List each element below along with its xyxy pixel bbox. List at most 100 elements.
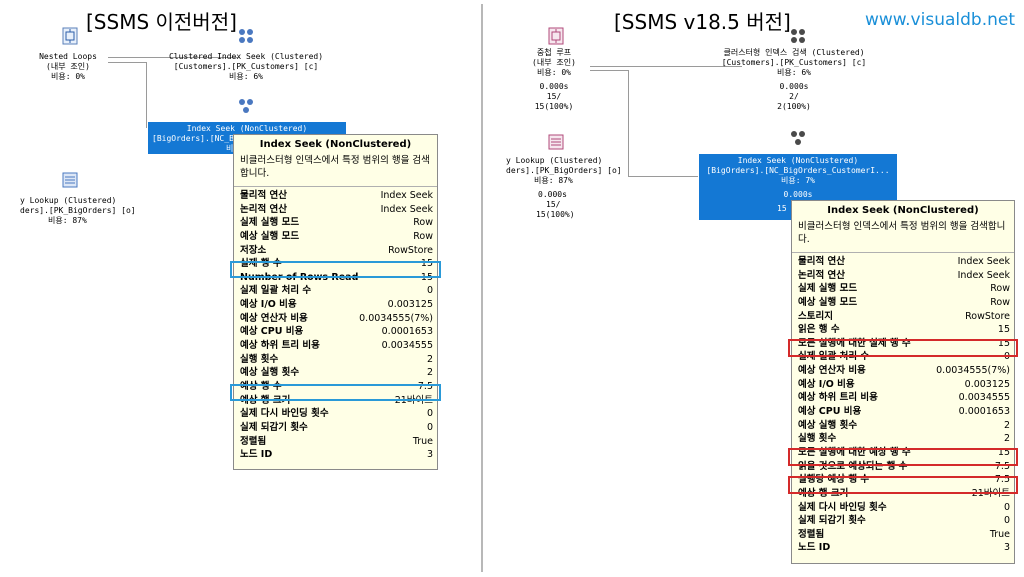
ci-seek-cost: 비용: 6% — [777, 68, 811, 77]
clustered-index-seek-icon[interactable] — [788, 26, 808, 46]
tooltip-divider — [234, 186, 437, 187]
property-name: 읽을 것으로 예상되는 행 수 — [798, 460, 908, 472]
property-value: 2 — [426, 353, 433, 365]
ci-seek-pct: 2(100%) — [777, 102, 811, 111]
property-name: 정렬됨 — [798, 528, 825, 540]
property-name: 예상 연산자 비용 — [798, 365, 866, 377]
clustered-index-seek-icon[interactable] — [236, 26, 256, 46]
highlight-estimated-rows — [230, 384, 441, 401]
clustered-index-seek-node[interactable]: Clustered Index Seek (Clustered) [Custom… — [158, 52, 334, 82]
key-lookup-object: ders].[PK_BigOrders] [o] — [506, 166, 622, 175]
nested-loops-node[interactable]: Nested Loops (내부 조인) 비용: 0% — [18, 52, 118, 82]
nested-loops-name: 중첩 루프 — [536, 48, 572, 57]
property-value: 0.0034555 — [381, 340, 433, 352]
property-name: 예상 행 수 — [240, 380, 282, 392]
plan-edge — [146, 62, 147, 128]
property-name: 모든 실행에 대한 실제 행 수 — [798, 337, 911, 349]
nested-loops-cost: 비용: 0% — [51, 72, 85, 81]
property-value: 0.0001653 — [381, 326, 433, 338]
property-value: 7.5 — [994, 460, 1010, 472]
property-value: 0.0034555 — [958, 392, 1010, 404]
tooltip-property-row: 읽을 것으로 예상되는 행 수 7.5 — [792, 460, 1014, 474]
ci-seek-time: 0.000s — [779, 82, 809, 91]
key-lookup-icon[interactable] — [60, 170, 80, 190]
property-name: 물리적 연산 — [240, 190, 288, 201]
index-seek-rows: 15 — [777, 204, 787, 213]
ci-seek-cost: 비용: 6% — [229, 72, 263, 81]
ci-seek-name: 클러스터형 인덱스 검색 (Clustered) — [723, 48, 865, 57]
property-name: 실제 되감기 횟수 — [798, 515, 866, 527]
property-name: 실제 실행 모드 — [798, 283, 858, 295]
clustered-index-seek-node-v18[interactable]: 클러스터형 인덱스 검색 (Clustered) [Customers].[PK… — [696, 48, 892, 112]
property-value: True — [989, 528, 1010, 540]
highlight-estimated-rows-all-executions — [788, 448, 1018, 466]
property-value: Index Seek — [957, 269, 1010, 281]
tooltip-divider — [792, 252, 1014, 253]
property-value: 0 — [1003, 501, 1010, 513]
plan-edge — [590, 66, 742, 67]
nested-loops-node-v18[interactable]: 중첩 루프 (내부 조인) 비용: 0% 0.000s 15/ 15(100%) — [504, 48, 604, 112]
tooltip-title: Index Seek (NonClustered) — [827, 205, 979, 216]
index-seek-icon[interactable] — [236, 96, 256, 116]
property-value: 0 — [426, 408, 433, 420]
index-seek-icon[interactable] — [788, 128, 808, 148]
key-lookup-node[interactable]: y Lookup (Clustered) ders].[PK_BigOrders… — [20, 196, 136, 226]
tooltip-description: 비클러스터형 인덱스에서 특정 범위의 행을 검색합니다. — [240, 155, 430, 179]
plan-edge — [628, 176, 698, 177]
plan-edge — [590, 70, 628, 71]
ci-seek-object: [Customers].[PK_Customers] [c] — [721, 58, 867, 67]
tooltip-property-row: 모든 실행에 대한 예상 행 수 15 — [792, 446, 1014, 460]
property-name: 실행당 예상 행 수 — [798, 474, 870, 486]
property-value: 15 — [997, 446, 1010, 458]
property-value: 0.003125 — [387, 299, 433, 311]
nested-loops-icon[interactable] — [60, 26, 80, 46]
index-seek-cost: 비 — [226, 144, 234, 153]
key-lookup-name: y Lookup (Clustered) — [506, 156, 603, 165]
index-seek-name: Index Seek (NonClustered) — [186, 124, 308, 133]
property-name: 예상 실행 모드 — [798, 296, 858, 308]
nested-loops-time: 0.000s — [539, 82, 569, 91]
property-name: 예상 I/O 비용 — [798, 378, 855, 390]
index-seek-object: [BigOrders].[NC_BigOrders_C — [152, 134, 283, 143]
nested-loops-type: (내부 조인) — [46, 62, 90, 71]
ci-seek-rows: 2/ — [789, 92, 799, 101]
key-lookup-node-v18[interactable]: y Lookup (Clustered) ders].[PK_BigOrders… — [506, 156, 638, 220]
property-value: Row — [413, 217, 433, 229]
property-value: 2 — [1003, 419, 1010, 431]
right-pane-title: [SSMS v18.5 버전] — [614, 10, 791, 34]
property-name: 논리적 연산 — [240, 203, 288, 215]
property-name: 읽은 행 수 — [798, 324, 840, 336]
tooltip-property-row: 예상 행 수 7.5 — [234, 380, 437, 394]
property-value: 7.5 — [417, 380, 433, 392]
property-name: 노드 ID — [240, 449, 273, 461]
key-lookup-icon[interactable] — [546, 132, 566, 152]
property-name: 예상 실행 모드 — [240, 230, 300, 242]
property-name: 실제 실행 모드 — [240, 217, 300, 229]
index-seek-cost: 비용: 7% — [781, 176, 815, 185]
nested-loops-icon[interactable] — [546, 26, 566, 46]
nested-loops-rows: 15/ — [546, 92, 562, 101]
property-value: 0 — [426, 285, 433, 297]
key-lookup-cost: 비용: 87% — [48, 216, 87, 225]
property-name: 모든 실행에 대한 예상 행 수 — [798, 446, 911, 458]
property-value: Row — [413, 230, 433, 242]
property-value: 7.5 — [994, 474, 1010, 486]
highlight-estimated-rows-per-execution — [788, 476, 1018, 494]
